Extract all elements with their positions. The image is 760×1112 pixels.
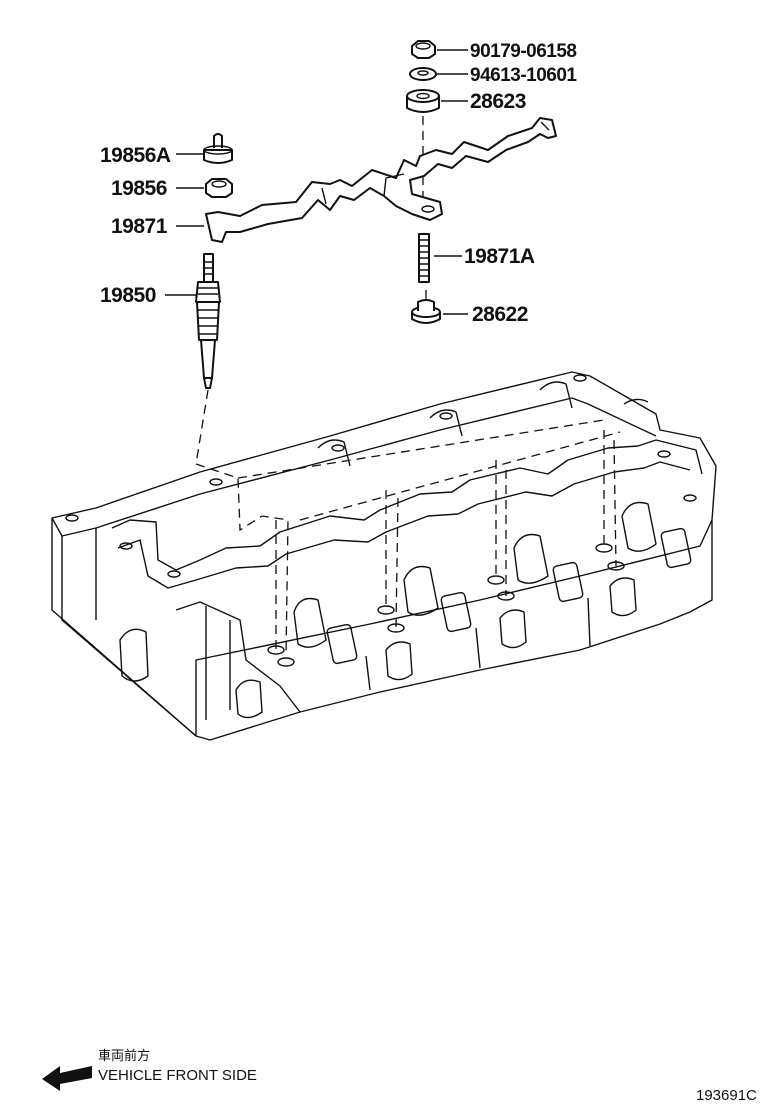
nut-19856-icon	[205, 178, 233, 198]
washer-94613-icon	[409, 67, 437, 81]
part-label-19856a: 19856A	[100, 144, 171, 167]
assembly-line	[195, 463, 289, 657]
assembly-line	[195, 389, 209, 465]
part-label-19871a: 19871A	[464, 245, 535, 268]
assembly-line	[395, 497, 399, 629]
part-label-28622: 28622	[472, 303, 528, 326]
part-label-19871: 19871	[111, 215, 168, 238]
nut-28622-icon	[411, 299, 441, 324]
glow-plug-bus-bar-icon	[205, 117, 557, 243]
direction-arrow-icon	[42, 1066, 92, 1091]
assembly-line	[613, 439, 617, 567]
part-label-90179-06158: 90179-06158	[470, 41, 577, 62]
direction-label-jp: 車両前方	[98, 1048, 150, 1064]
assembly-line	[299, 431, 621, 521]
part-label-19856: 19856	[111, 177, 167, 200]
stud-19871a-icon	[418, 233, 430, 283]
terminal-19856a-icon	[203, 133, 233, 164]
part-label-28623: 28623	[470, 90, 526, 113]
part-label-94613-10601: 94613-10601	[470, 65, 577, 86]
diagram-code: 193691C	[696, 1087, 757, 1104]
direction-label-en: VEHICLE FRONT SIDE	[98, 1067, 257, 1084]
part-label-19850: 19850	[100, 284, 156, 307]
nut-90179-icon	[411, 40, 436, 59]
spacer-28623-icon	[406, 89, 440, 113]
glow-plug-icon	[195, 253, 221, 389]
cylinder-head-icon	[51, 371, 717, 741]
